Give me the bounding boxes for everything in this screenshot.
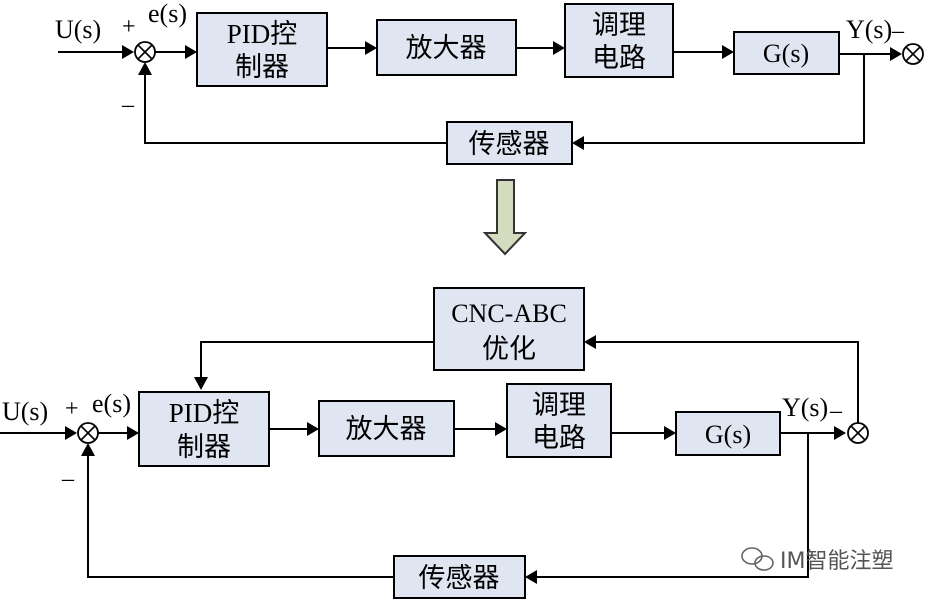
bottom-pid-arrowhead bbox=[127, 426, 139, 440]
top-output-minus: – bbox=[891, 18, 905, 44]
top-cond-arrowhead bbox=[553, 41, 565, 55]
top-amplifier-label: 放大器 bbox=[406, 33, 487, 63]
bottom-minus-sign: – bbox=[61, 466, 75, 492]
bottom-optimizer-label-1: CNC-ABC bbox=[451, 299, 567, 328]
top-summing-junction bbox=[134, 41, 156, 63]
bottom-pid-tune-arrowhead bbox=[194, 377, 208, 390]
bottom-plant-block bbox=[675, 411, 781, 456]
bottom-optimizer-arrowhead bbox=[584, 335, 596, 349]
bottom-plus-sign: + bbox=[65, 396, 79, 422]
top-output-label: Y(s) bbox=[846, 15, 892, 44]
bottom-optimizer-block bbox=[433, 287, 585, 371]
bottom-pid-label-2: 制器 bbox=[177, 432, 231, 462]
bottom-sensor-block bbox=[393, 555, 526, 599]
bottom-conditioning-label-2: 电路 bbox=[532, 423, 586, 453]
top-conditioning-label-1: 调理 bbox=[592, 10, 646, 40]
bottom-error-label: e(s) bbox=[92, 389, 131, 418]
bottom-conditioning-block bbox=[506, 383, 612, 458]
bottom-amp-arrowhead bbox=[307, 422, 319, 436]
bottom-output-minus: – bbox=[829, 398, 843, 424]
bottom-pid-label-1: PID控 bbox=[169, 398, 240, 428]
top-feedback-line-left bbox=[144, 74, 447, 144]
top-sensor-arrowhead bbox=[572, 136, 584, 150]
watermark-text: IM智能注塑 bbox=[780, 549, 893, 574]
top-sensor-block bbox=[446, 121, 573, 165]
top-plus-sign: + bbox=[122, 14, 136, 40]
top-feedback-arrowhead bbox=[138, 62, 152, 75]
bottom-feedback-line-right bbox=[537, 433, 809, 578]
bottom-plant-arrowhead bbox=[664, 426, 676, 440]
top-amp-arrowhead bbox=[365, 41, 377, 55]
watermark: IM智能注塑 bbox=[741, 547, 893, 574]
bottom-sensor-arrowhead bbox=[525, 570, 537, 584]
top-input-arrowhead bbox=[122, 45, 134, 59]
top-pid-block bbox=[196, 12, 328, 87]
bottom-plant-label: G(s) bbox=[705, 420, 751, 449]
bottom-amplifier-label: 放大器 bbox=[346, 414, 427, 444]
bottom-output-junction bbox=[847, 422, 869, 444]
top-output-arrowhead bbox=[890, 47, 902, 61]
top-error-label: e(s) bbox=[148, 0, 187, 28]
top-pid-arrowhead bbox=[185, 45, 197, 59]
top-feedback-line-right bbox=[584, 54, 865, 144]
bottom-amplifier-block bbox=[318, 400, 455, 457]
top-input-label: U(s) bbox=[55, 15, 101, 44]
bottom-optimizer-input-line bbox=[596, 341, 859, 428]
top-output-junction bbox=[902, 43, 924, 65]
bottom-sensor-label: 传感器 bbox=[419, 563, 500, 593]
top-plant-arrowhead bbox=[722, 45, 734, 59]
transform-down-arrow bbox=[482, 179, 528, 256]
bottom-summing-junction bbox=[77, 422, 99, 444]
top-plant-label: G(s) bbox=[763, 39, 809, 68]
top-plant-block bbox=[733, 31, 840, 75]
bottom-cond-arrowhead bbox=[495, 422, 507, 436]
top-conditioning-block bbox=[564, 3, 674, 78]
top-minus-sign: – bbox=[121, 92, 135, 118]
top-pid-label-2: 制器 bbox=[235, 52, 289, 82]
top-conditioning-label-2: 电路 bbox=[592, 43, 646, 73]
wechat-icon bbox=[741, 547, 774, 571]
bottom-diagram: CNC-ABC 优化 U(s) + e(s) PID控 制器 放大器 bbox=[0, 287, 869, 599]
bottom-output-label: Y(s) bbox=[782, 393, 828, 422]
top-diagram: U(s) + e(s) PID控 制器 放大器 调理 电路 bbox=[55, 0, 924, 165]
bottom-optimizer-label-2: 优化 bbox=[482, 334, 536, 364]
bottom-feedback-arrowhead bbox=[81, 443, 95, 456]
bottom-conditioning-label-1: 调理 bbox=[532, 390, 586, 420]
top-amplifier-block bbox=[376, 19, 517, 76]
top-sensor-label: 传感器 bbox=[469, 129, 550, 159]
bottom-output-arrowhead bbox=[834, 426, 846, 440]
top-pid-label-1: PID控 bbox=[227, 19, 298, 49]
bottom-input-label: U(s) bbox=[2, 397, 48, 426]
bottom-optimizer-output-line bbox=[200, 341, 434, 378]
bottom-feedback-line-left bbox=[87, 455, 394, 578]
bottom-pid-block bbox=[138, 391, 270, 467]
bottom-input-arrowhead bbox=[65, 426, 77, 440]
